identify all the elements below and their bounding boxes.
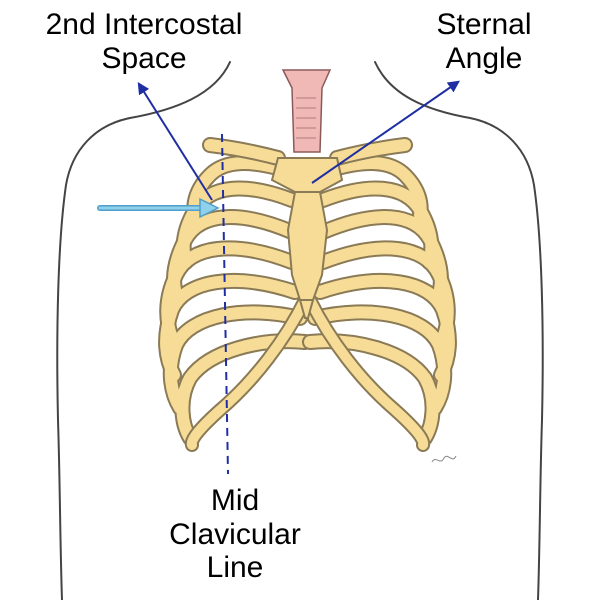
ribs-right <box>302 155 457 446</box>
intercostal-pointer-line <box>137 81 213 201</box>
costal-cartilage <box>184 293 431 452</box>
label-mid-clavicular-line: Mid Clavicular Line <box>140 484 330 585</box>
clavicles <box>202 137 413 166</box>
label-sternal-angle: Sternal Angle <box>418 8 550 75</box>
torso-outline <box>56 61 544 601</box>
label-line: Mid <box>210 484 260 517</box>
sternum <box>270 157 344 319</box>
label-line: Angle <box>445 41 523 75</box>
artist-signature <box>431 455 457 463</box>
label-line: Sternal <box>436 8 532 41</box>
indicator-arrow <box>97 197 220 219</box>
mid-clavicular-line-dashed <box>221 133 229 475</box>
label-line: Clavicular <box>169 517 301 551</box>
label-line: Space <box>101 41 187 75</box>
label-2nd-intercostal-space: 2nd Intercostal Space <box>18 8 270 75</box>
sternal-angle-pointer-line <box>311 80 460 184</box>
label-line: Line <box>206 551 264 585</box>
trachea <box>281 69 332 153</box>
label-line: 2nd Intercostal <box>45 8 243 41</box>
